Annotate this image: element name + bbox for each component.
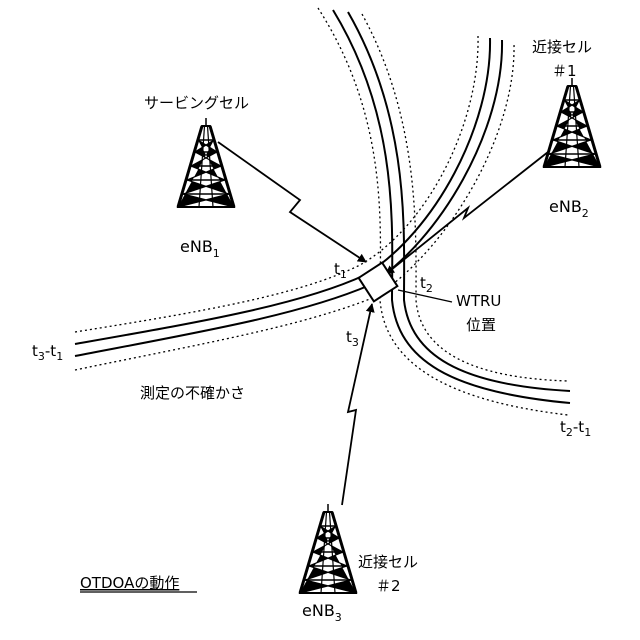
enb3-label: eNB3 — [302, 601, 342, 624]
hyperbola-t2-t1-line-b — [348, 12, 570, 391]
neighbor-cell-2-number: ＃2 — [376, 577, 401, 595]
serving-cell-label: サービングセル — [144, 94, 249, 112]
hyperbola-t3-t1-line-b — [75, 40, 502, 356]
enb2-label: eNB2 — [549, 197, 589, 220]
cell-tower-icon — [544, 78, 600, 167]
neighbor-cell-1-label: 近接セル — [532, 38, 592, 56]
t1-label: t1 — [334, 260, 347, 281]
uncertainty-label: 測定の不確かさ — [140, 384, 245, 402]
signal-path-enb1 — [218, 142, 366, 262]
hyperbola-t2-t1-inner-dotted — [362, 14, 568, 381]
t3-label: t3 — [346, 328, 359, 349]
t3-minus-t1-label: t3-t1 — [32, 342, 63, 363]
t2-label: t2 — [420, 274, 433, 295]
wtru-position-label: 位置 — [466, 316, 496, 334]
cell-tower-icon — [178, 118, 234, 207]
cell-tower-icon — [300, 504, 356, 593]
neighbor-cell-2-label: 近接セル — [358, 553, 418, 571]
wtru-label: WTRU — [456, 292, 501, 310]
neighbor-cell-1-number: ＃1 — [552, 62, 577, 80]
caption: OTDOAの動作 — [80, 574, 179, 592]
hyperbola-t3-t1 — [75, 36, 514, 370]
hyperbola-t3-t1-line-a — [75, 38, 490, 344]
t2-minus-t1-label: t2-t1 — [560, 418, 591, 439]
enb1-label: eNB1 — [180, 237, 220, 260]
hyperbola-t2-t1-line-a — [333, 10, 570, 403]
